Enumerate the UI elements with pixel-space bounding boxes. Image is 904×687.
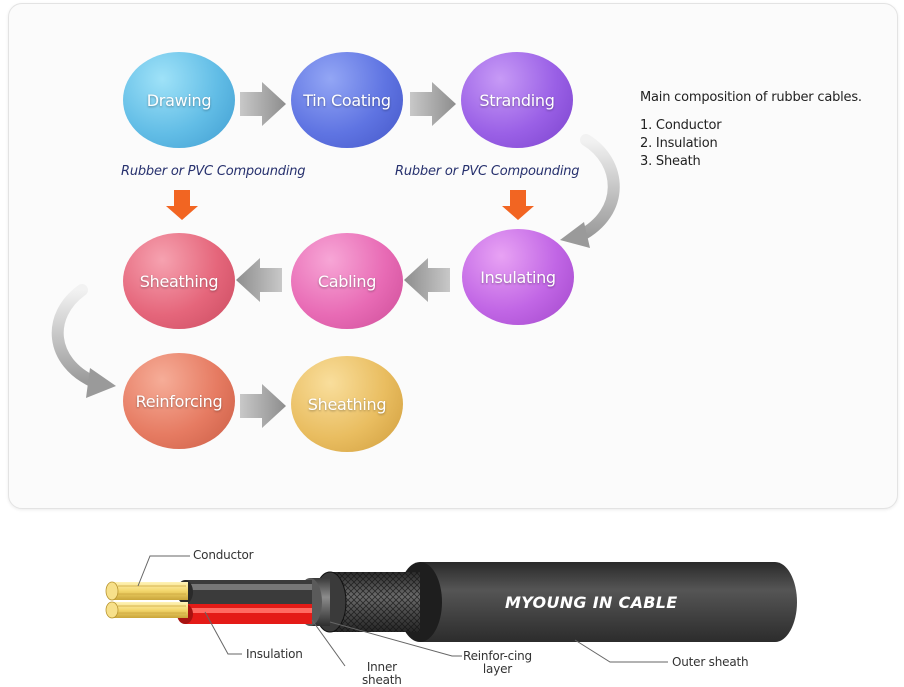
compound-label-right: Rubber or PVC Compounding [395,164,580,179]
label-reinforcing-line1: Reinfor-cing [463,649,532,663]
insulation-core-red [185,604,312,624]
conductor [112,602,188,618]
process-insulating: Insulating [462,229,574,325]
outer-sheath [420,562,797,642]
process-drawing: Drawing [123,52,235,148]
composition-title: Main composition of rubber cables. [640,90,862,105]
arrow-right-icon [410,82,456,126]
label-inner-sheath: Inner sheath [362,661,402,687]
label-conductor: Conductor [193,548,254,562]
leader-insulation [204,611,242,655]
composition-item: 2. Insulation [640,136,718,151]
leader-outer-sheath [574,639,668,663]
composition-item: 1. Conductor [640,118,722,133]
label-inner-sheath-line1: Inner [366,660,397,674]
label-insulation: Insulation [246,647,303,661]
compound-label-left: Rubber or PVC Compounding [121,164,306,179]
process-sheathing: Sheathing [123,233,235,329]
label-reinforcing-layer: Reinfor-cing layer [463,650,532,676]
process-sheathing-final: Sheathing [291,356,403,452]
composition-item: 3. Sheath [640,154,701,169]
cable-brand: MYOUNG IN CABLE [505,593,678,612]
arrow-down-icon [166,190,198,220]
label-inner-sheath-line2: sheath [362,673,402,687]
curved-arrow-icon [86,368,116,398]
arrow-down-icon [502,190,534,220]
leader-reinforcing [329,621,462,657]
arrow-left-icon [404,258,450,302]
curved-arrow-icon [574,134,620,242]
label-outer-sheath: Outer sheath [672,655,749,669]
process-tin-coating: Tin Coating [291,52,403,148]
insulation-core [185,580,312,604]
process-cabling: Cabling [291,233,403,329]
process-reinforcing: Reinforcing [123,353,235,449]
arrow-left-icon [236,258,282,302]
curved-arrow-icon [51,284,100,388]
leader-inner-sheath [311,619,346,667]
leader-conductor [137,555,190,587]
arrow-right-icon [240,384,286,428]
conductor [112,582,188,600]
process-stranding: Stranding [461,52,573,148]
label-reinforcing-line2: layer [482,662,513,676]
curved-arrow-icon [560,222,590,248]
arrow-right-icon [240,82,286,126]
process-arrows [51,82,620,428]
